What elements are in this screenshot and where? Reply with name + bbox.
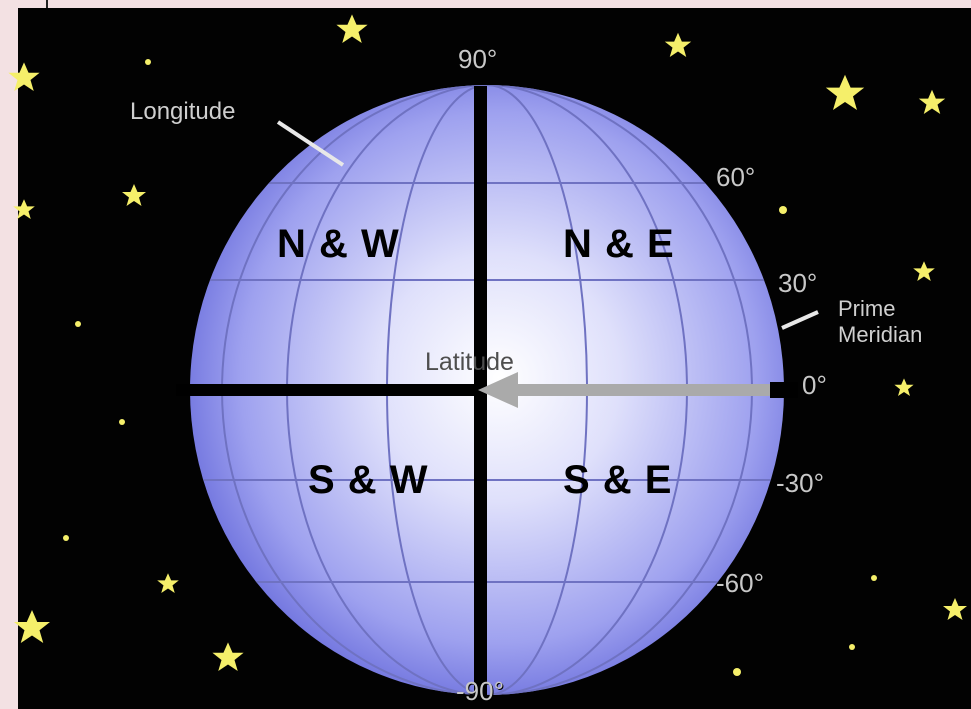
quadrant-north-east: N & E: [563, 222, 675, 266]
degree-label-90: 90°: [458, 44, 498, 74]
quadrant-south-west: S & W: [308, 458, 429, 502]
degree-label-60: 60°: [716, 162, 756, 192]
vertical-axis: [474, 86, 487, 699]
star-dot: [75, 321, 81, 327]
quadrant-north-west: N & W: [277, 222, 400, 266]
longitude-pointer: [276, 120, 345, 167]
degree-label-minus90: -90°: [456, 676, 504, 706]
margin-tick-mark: [46, 0, 48, 14]
longitude-label: Longitude: [130, 98, 236, 125]
page-margin-top: [0, 0, 971, 8]
star-dot: [779, 206, 787, 214]
horizontal-axis: [176, 384, 480, 396]
star-dot: [145, 59, 151, 65]
prime-meridian-pointer: [781, 310, 819, 330]
star-dot: [63, 535, 69, 541]
degree-label-minus60: -60°: [716, 568, 764, 598]
star-dot: [871, 575, 877, 581]
prime-meridian-label-line2: Meridian: [838, 322, 923, 347]
latitude-label: Latitude: [425, 348, 514, 376]
page-margin-left: [0, 0, 18, 709]
quadrant-south-east: S & E: [563, 458, 673, 502]
degree-label-minus30: -30°: [776, 468, 824, 498]
degree-label-0: 0°: [802, 370, 827, 400]
prime-meridian-label-line1: Prime: [838, 296, 896, 321]
star-dot: [119, 419, 125, 425]
star-dot: [849, 644, 855, 650]
latitude-arrow: [478, 372, 798, 408]
star-dot: [733, 668, 741, 676]
degree-label-30: 30°: [778, 268, 818, 298]
stars: [8, 14, 967, 676]
